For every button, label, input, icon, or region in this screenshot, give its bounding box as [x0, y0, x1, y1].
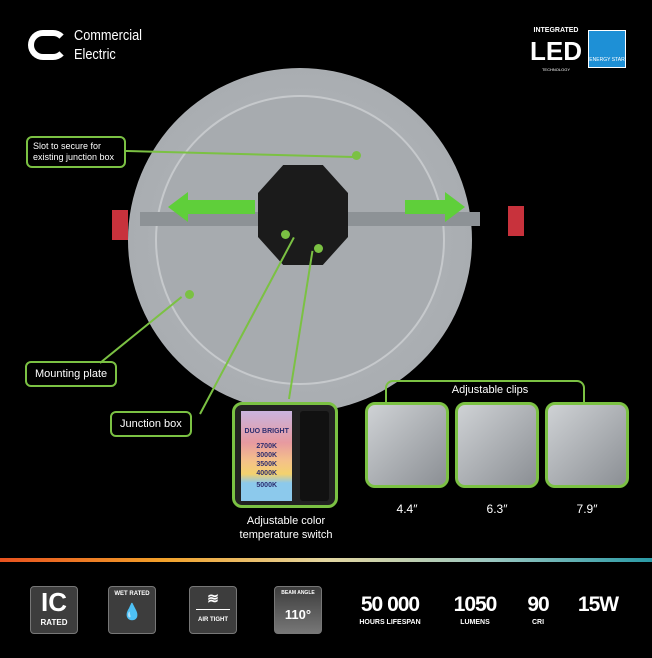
stat-unit: HOURS LIFESPAN [359, 619, 421, 626]
clips-bracket [385, 380, 585, 402]
temp-2700k: 2700K [256, 443, 278, 450]
clip-photo-3 [545, 402, 629, 488]
stat-value: 1050 [453, 593, 498, 616]
callout-junction-box: Junction box [110, 411, 192, 437]
wet-label: WET RATED [114, 591, 150, 597]
callout-dot [185, 290, 194, 299]
clip-photo-1 [365, 402, 449, 488]
callout-dot [352, 151, 361, 160]
switch-slider[interactable] [300, 411, 329, 501]
led-main: LED [530, 36, 582, 66]
air-label: AIR TIGHT [198, 617, 228, 623]
stat-wattage: 15W [573, 592, 623, 618]
clip-photo-2 [455, 402, 539, 488]
air-tight-badge: ≋ AIR TIGHT [189, 586, 237, 634]
arrowhead-left-icon [168, 192, 188, 222]
wet-rated-badge: WET RATED 💧 [108, 586, 156, 634]
arrow-right-icon [405, 200, 445, 214]
integrated-led-logo: INTEGRATED LED TECHNOLOGY [530, 26, 582, 73]
clip-right [508, 206, 524, 236]
clips-title: Adjustable clips [440, 383, 540, 397]
stat-unit: CRI [531, 619, 545, 626]
ic-rated-badge: IC RATED [30, 586, 78, 634]
junction-box [258, 165, 348, 265]
ic-main: IC [41, 587, 67, 617]
stat-value: 90 [527, 593, 549, 616]
led-top: INTEGRATED [533, 27, 579, 34]
temp-5000k: 5000K [256, 482, 278, 489]
temperature-scale: DUO BRIGHT 2700K 3000K 3500K 4000K 5000K [241, 411, 293, 501]
callout-mounting-plate: Mounting plate [25, 361, 118, 387]
beam-value: 110° [284, 607, 312, 622]
temp-3500k: 3500K [256, 461, 278, 468]
callout-dot [281, 230, 290, 239]
callout-dot [314, 244, 323, 253]
water-drops-icon: 💧 [122, 604, 142, 621]
clip-left [112, 210, 128, 240]
switch-caption-2: temperature switch [239, 529, 333, 541]
switch-caption-1: Adjustable color [246, 515, 326, 527]
energy-star-logo: ENERGY STAR [588, 30, 626, 68]
clip-size-3: 7.9″ [576, 502, 598, 516]
stat-value: 50 000 [360, 593, 420, 616]
led-bottom: TECHNOLOGY [541, 67, 570, 72]
arrow-left-icon [185, 200, 255, 214]
temp-3000k: 3000K [256, 452, 278, 459]
clip-size-1: 4.4″ [396, 502, 418, 516]
ic-sub: RATED [40, 618, 68, 627]
switch-title: DUO BRIGHT [244, 428, 289, 435]
stat-unit: LUMENS [460, 619, 490, 626]
brand-line2: Electric [74, 46, 116, 63]
energy-star-label: ENERGY STAR [589, 57, 625, 63]
callout-junction-box-text: Junction box [120, 418, 182, 430]
rainbow-divider [0, 558, 652, 562]
callout-mounting-plate-text: Mounting plate [35, 368, 108, 380]
beam-label: BEAM ANGLE [281, 590, 315, 596]
temp-4000k: 4000K [256, 470, 278, 477]
brand-line1: Commercial [74, 27, 143, 44]
callout-slot-text: Slot to secure for existing junction box [33, 141, 115, 162]
stat-value: 15W [577, 593, 619, 616]
air-waves-icon: ≋ [207, 590, 219, 606]
color-temperature-switch[interactable]: DUO BRIGHT 2700K 3000K 3500K 4000K 5000K [232, 402, 338, 508]
brand-logo-icon [28, 30, 68, 60]
beam-angle-badge: BEAM ANGLE 110° [274, 586, 322, 634]
arrowhead-right-icon [445, 192, 465, 222]
clip-size-2: 6.3″ [486, 502, 508, 516]
callout-slot: Slot to secure for existing junction box [26, 136, 126, 168]
switch-caption: Adjustable color temperature switch [226, 514, 346, 542]
